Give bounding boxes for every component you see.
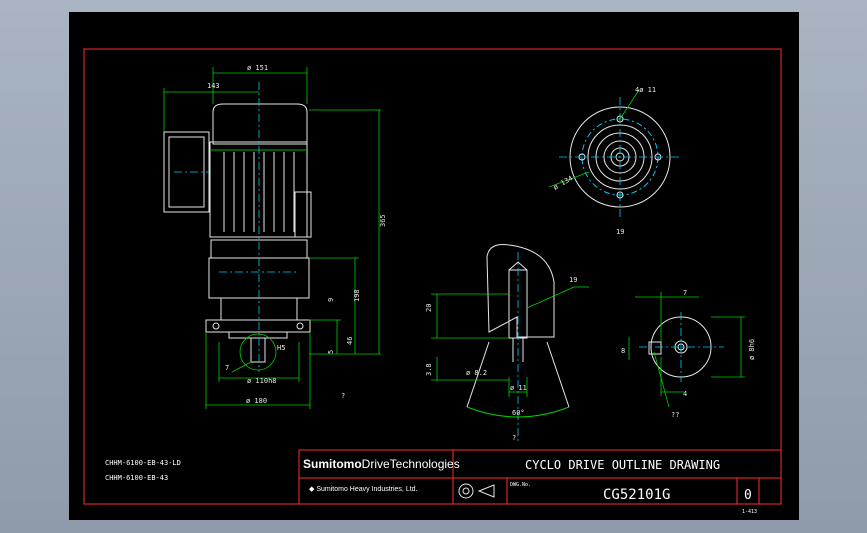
dim-h5: H5 — [277, 344, 285, 352]
motor-centerlines — [174, 82, 299, 372]
shaft-end-view — [639, 312, 724, 382]
drawing-number: CG52101G — [603, 487, 670, 503]
cad-drawing-viewport[interactable]: ø 151 143 365 198 9 5 46 ø 110h8 ø 180 7… — [69, 12, 799, 520]
model-code-1: CHHM-6100-EB-43-LD — [105, 459, 181, 467]
model-code-2: CHHM-6100-EB-43 — [105, 474, 168, 482]
dim-note: ? — [341, 392, 345, 400]
shaft-detail — [466, 244, 570, 442]
plan-number: 19 — [616, 228, 624, 236]
dim-offset: 143 — [207, 82, 220, 90]
company-name-row: ◆ Sumitomo Heavy Industries, Ltd. — [309, 485, 418, 493]
drawing-border — [83, 48, 782, 505]
shaft-key-width: 7 — [683, 289, 687, 297]
dim-seven-left: 7 — [225, 364, 229, 372]
dim-height-total: 365 — [379, 214, 387, 227]
brand-main: Sumitomo — [303, 457, 362, 471]
dim-height-46: 46 — [346, 337, 354, 345]
dimension-text-group: ø 151 143 365 198 9 5 46 ø 110h8 ø 180 7… — [207, 64, 756, 442]
brand-logo: SumitomoDriveTechnologies — [303, 457, 460, 471]
dim-tab-19: 19 — [569, 276, 577, 284]
shaft-note: ?? — [671, 411, 679, 419]
revision-number: 0 — [744, 488, 752, 503]
projection-symbol — [458, 483, 495, 499]
plan-holes-label: 4ø 11 — [635, 86, 656, 94]
shaft-dim-lines — [431, 286, 589, 397]
dim-dia-flange-top: ø 151 — [247, 64, 268, 72]
company-bullet-icon: ◆ — [309, 486, 315, 493]
plan-centerlines — [559, 97, 681, 217]
motor-dimension-lines — [163, 67, 381, 409]
title-block-text: CYCLO DRIVE OUTLINE DRAWING CG52101G 0 D… — [510, 458, 757, 515]
plan-pcd-label: ø 134 — [552, 174, 574, 191]
dim-angle: 60° — [512, 409, 525, 417]
dim-bore: ø 8.2 — [466, 369, 487, 377]
shaft-dia-right: ø 8h6 — [748, 339, 756, 360]
motor-side-view — [163, 103, 312, 363]
dim-question: ? — [512, 434, 516, 442]
shaft-key-height: 8 — [621, 347, 625, 355]
shaft-end-dims — [628, 292, 745, 408]
model-code-list: CHHM-6100-EB-43-LD CHHM-6100-EB-43 — [105, 459, 181, 482]
dim-pilot: ø 110h8 — [247, 377, 277, 385]
dim-key-len: 20 — [425, 304, 433, 312]
shaft-key-depth: 4 — [683, 390, 687, 398]
brand-sub: DriveTechnologies — [361, 457, 460, 471]
dim-height-5: 5 — [327, 350, 335, 354]
drawing-title: CYCLO DRIVE OUTLINE DRAWING — [525, 458, 720, 472]
drawing-canvas: ø 151 143 365 198 9 5 46 ø 110h8 ø 180 7… — [83, 48, 782, 515]
sheet-tag: 1-413 — [742, 509, 757, 515]
dim-shaft-dia: ø 11 — [510, 384, 527, 392]
dim-height-198: 198 — [353, 289, 361, 302]
plan-leaders — [548, 89, 640, 188]
dim-key-dist: 3.8 — [425, 363, 433, 376]
dim-base: ø 180 — [246, 397, 267, 405]
dim-height-9: 9 — [327, 298, 335, 302]
title-block — [298, 449, 782, 505]
company-name: Sumitomo Heavy Industries, Ltd. — [316, 486, 418, 493]
dwg-no-label: DWG.No. — [510, 482, 531, 488]
